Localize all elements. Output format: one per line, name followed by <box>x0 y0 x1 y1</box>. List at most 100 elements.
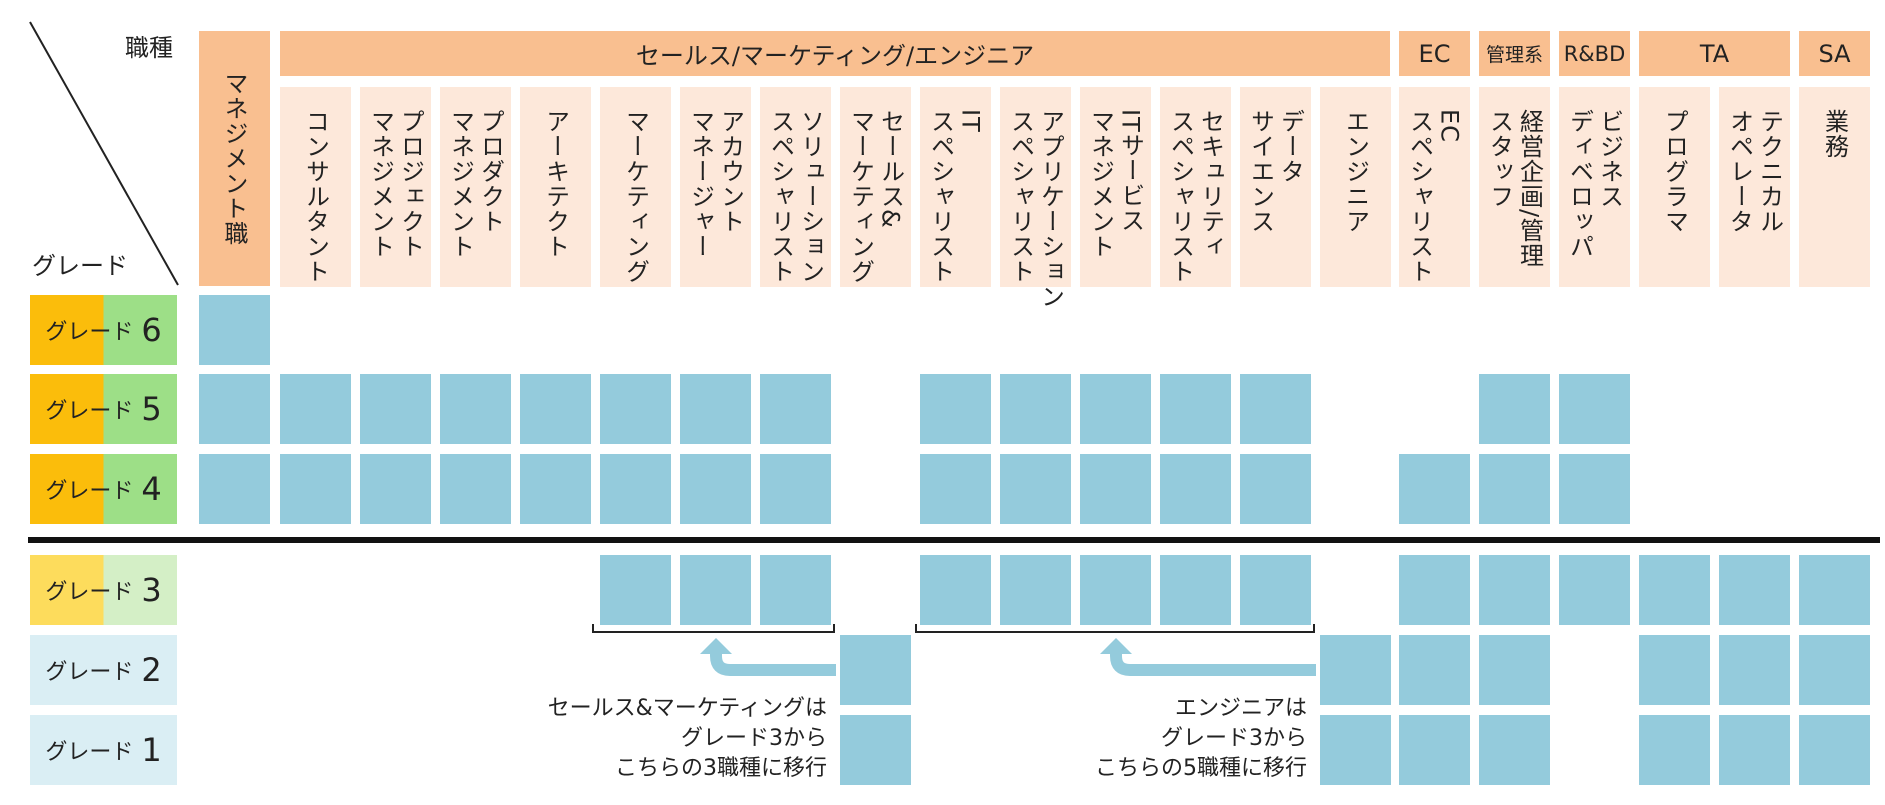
matrix-cell <box>1320 715 1391 785</box>
matrix-cell <box>440 454 511 524</box>
matrix-cell <box>1559 374 1630 444</box>
matrix-cell <box>199 374 270 444</box>
matrix-cell <box>760 454 831 524</box>
job-label: マネージャー <box>686 109 715 259</box>
job-label: ITサービス <box>1116 109 1145 233</box>
matrix-cell <box>280 374 351 444</box>
matrix-cell <box>1080 555 1151 625</box>
matrix-cell <box>1000 374 1071 444</box>
job-header: アプリケーションスペシャリスト <box>1000 87 1071 309</box>
job-header: プロダクトマネジメント <box>440 87 511 287</box>
category-rbd: R&BD <box>1559 31 1630 76</box>
job-label: スペシャリスト <box>766 109 795 284</box>
job-label: セールス& <box>876 109 905 229</box>
job-label: マネジメント <box>366 109 395 259</box>
grade-label-number: 2 <box>141 651 162 689</box>
note-line: こちらの3職種に移行 <box>615 756 827 781</box>
grade-label-text: グレード <box>45 479 134 504</box>
matrix-cell <box>1399 555 1470 625</box>
job-label: スペシャリスト <box>1006 109 1035 284</box>
matrix-cell <box>1799 555 1870 625</box>
job-label: セキュリティ <box>1196 109 1225 259</box>
matrix-cell <box>1799 635 1870 705</box>
grade-label-number: 3 <box>141 571 162 609</box>
grade-label-text: グレード <box>45 740 134 765</box>
job-label: IT <box>956 109 985 133</box>
job-header: プログラマ <box>1639 87 1710 287</box>
arrow-head-sales-marketing <box>700 638 732 654</box>
matrix-cell <box>1719 555 1790 625</box>
job-header: プロジェクトマネジメント <box>360 87 431 287</box>
category-management-label: マネジメント職 <box>220 71 248 246</box>
matrix-cell <box>360 454 431 524</box>
job-header: セキュリティスペシャリスト <box>1160 87 1231 287</box>
matrix-cell <box>1240 374 1311 444</box>
matrix-cell <box>1000 454 1071 524</box>
grade-label-number: 5 <box>141 390 162 428</box>
grade-label-text: グレード <box>45 399 134 424</box>
category-ta: TA <box>1639 31 1790 76</box>
matrix-cell <box>840 635 911 705</box>
job-label: スペシャリスト <box>926 109 955 284</box>
category-sa: SA <box>1799 31 1870 76</box>
matrix-cell <box>1479 715 1550 785</box>
arrow-engineer <box>1110 652 1316 676</box>
note-engineer: エンジニアは グレード3から こちらの5職種に移行 <box>1095 694 1307 784</box>
category-admin: 管理系 <box>1479 31 1550 76</box>
note-line: グレード3から <box>1161 726 1307 751</box>
job-label: プログラマ <box>1660 109 1689 234</box>
grade-label-text: グレード <box>45 320 134 345</box>
matrix-cell <box>1799 715 1870 785</box>
job-label: ビジネス <box>1595 109 1624 209</box>
matrix-cell <box>199 295 270 365</box>
matrix-cell <box>360 374 431 444</box>
job-header: テクニカルオペレータ <box>1719 87 1790 287</box>
matrix-cell <box>1240 555 1311 625</box>
arrow-sales-marketing <box>710 652 836 676</box>
job-label: プロダクト <box>476 109 505 234</box>
matrix-cell <box>1399 635 1470 705</box>
job-label: EC <box>1435 109 1464 143</box>
matrix-cell <box>1399 454 1470 524</box>
job-label: エンジニア <box>1341 109 1370 234</box>
corner-diagonal-line <box>29 21 179 286</box>
matrix-cell <box>1160 454 1231 524</box>
grade-label-2: グレード 2 <box>30 635 177 705</box>
job-label: スペシャリスト <box>1166 109 1195 284</box>
matrix-cell <box>600 555 671 625</box>
note-line: グレード3から <box>681 726 827 751</box>
corner-header: 職種 グレード <box>0 0 190 295</box>
matrix-cell <box>1320 635 1391 705</box>
matrix-cell <box>920 454 991 524</box>
matrix-cell <box>840 715 911 785</box>
job-header: 経営企画/管理スタッフ <box>1479 87 1550 287</box>
matrix-cell <box>280 454 351 524</box>
matrix-cell <box>1000 555 1071 625</box>
grade-label-number: 1 <box>141 731 162 769</box>
job-label: アーキテクト <box>541 109 570 259</box>
matrix-cell <box>1399 715 1470 785</box>
job-header: データサイエンス <box>1240 87 1311 287</box>
grade-label-6: グレード 6 <box>30 295 177 365</box>
matrix-cell <box>520 454 591 524</box>
grade-label-number: 4 <box>141 470 162 508</box>
job-header: コンサルタント <box>280 87 351 287</box>
grade-label-number: 6 <box>141 311 162 349</box>
matrix-cell <box>680 555 751 625</box>
matrix-cell <box>440 374 511 444</box>
matrix-cell <box>1080 374 1151 444</box>
grade-label-text: グレード <box>45 660 134 685</box>
matrix-cell <box>1479 454 1550 524</box>
matrix-cell <box>1479 555 1550 625</box>
category-sales-marketing-engineer: セールス/マーケティング/エンジニア <box>280 31 1390 76</box>
matrix-cell <box>1639 555 1710 625</box>
job-label: スペシャリスト <box>1405 109 1434 284</box>
matrix-cell <box>1160 555 1231 625</box>
grade-label-5: グレード 5 <box>30 374 177 444</box>
matrix-cell <box>760 555 831 625</box>
arrow-head-engineer <box>1100 638 1132 654</box>
category-management: マネジメント職 <box>199 31 270 286</box>
job-label: ソリューション <box>796 109 825 284</box>
